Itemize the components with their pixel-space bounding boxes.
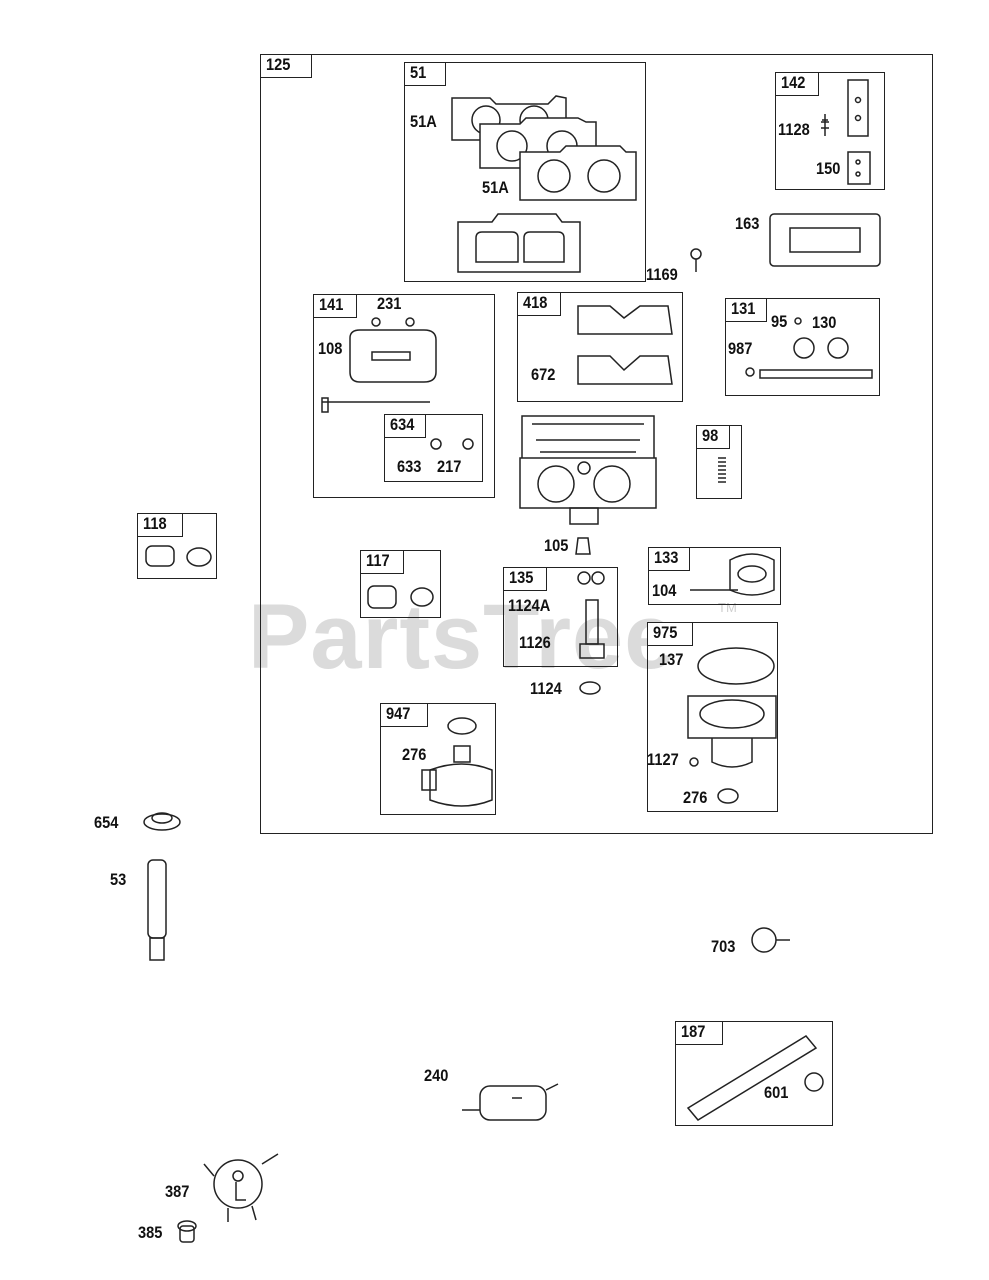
fuel-filter-240 xyxy=(462,1083,559,1121)
carburetor-body xyxy=(519,415,657,525)
group-tag-141: 141 xyxy=(313,294,357,318)
callout-137: 137 xyxy=(659,650,684,669)
callout-217: 217 xyxy=(437,457,462,476)
callout-130: 130 xyxy=(812,313,837,332)
callout-105: 105 xyxy=(544,536,569,555)
callout-654: 654 xyxy=(94,813,119,832)
group-tag-51: 51 xyxy=(404,62,446,86)
callout-633: 633 xyxy=(397,457,422,476)
nuts-633-217 xyxy=(430,438,474,450)
callout-231: 231 xyxy=(377,294,402,313)
gasket-51a-front xyxy=(519,145,637,201)
callout-1169: 1169 xyxy=(646,265,678,284)
group-tag-117: 117 xyxy=(360,550,404,574)
callout-53: 53 xyxy=(110,870,127,889)
group-tag-125: 125 xyxy=(260,54,312,78)
group-box-975 xyxy=(647,622,778,812)
group-tag-133: 133 xyxy=(648,547,690,571)
group-tag-634: 634 xyxy=(384,414,426,438)
callout-276-975: 276 xyxy=(683,788,708,807)
callout-672: 672 xyxy=(531,365,556,384)
watermark-logo: PartsTree xyxy=(248,586,677,688)
callout-387: 387 xyxy=(165,1182,190,1201)
callout-1124: 1124 xyxy=(530,679,562,698)
plate-141 xyxy=(321,317,437,413)
group-box-51 xyxy=(404,62,646,282)
group-tag-418: 418 xyxy=(517,292,561,316)
bowl-133 xyxy=(690,553,775,596)
group-box-131 xyxy=(725,298,880,396)
group-box-947 xyxy=(380,703,496,815)
group-box-133 xyxy=(648,547,781,605)
group-tag-118: 118 xyxy=(137,513,183,537)
callout-108: 108 xyxy=(318,339,343,358)
shaft-131 xyxy=(745,317,873,379)
group-box-135 xyxy=(503,567,618,667)
fuel-pump-387 xyxy=(203,1153,279,1222)
gasket-163 xyxy=(769,213,881,267)
callout-104: 104 xyxy=(652,581,677,600)
stud-53 xyxy=(147,859,167,961)
watermark-trademark: TM xyxy=(718,600,737,615)
group-tag-975: 975 xyxy=(647,622,693,646)
callout-95: 95 xyxy=(771,312,788,331)
group-box-125 xyxy=(260,54,933,834)
fitting-118 xyxy=(145,545,212,567)
callout-240: 240 xyxy=(424,1066,449,1085)
gasket-51-bottom xyxy=(457,213,581,273)
washer-1124 xyxy=(579,681,601,695)
screw-1169 xyxy=(690,248,702,272)
housing-975 xyxy=(687,695,777,804)
callout-385: 385 xyxy=(138,1223,163,1242)
group-tag-135: 135 xyxy=(503,567,547,591)
gasket-418-bottom xyxy=(577,355,673,385)
callout-51a-top: 51A xyxy=(410,112,437,131)
callout-601: 601 xyxy=(764,1083,789,1102)
callout-1127: 1127 xyxy=(647,750,679,769)
gasket-418-top xyxy=(577,305,673,335)
nut-654 xyxy=(143,812,181,831)
fitting-117 xyxy=(367,585,434,609)
float-135 xyxy=(577,571,605,659)
group-tag-187: 187 xyxy=(675,1021,723,1045)
callout-51a-lower: 51A xyxy=(482,178,509,197)
group-tag-131: 131 xyxy=(725,298,767,322)
solenoid-947 xyxy=(421,717,493,807)
callout-987: 987 xyxy=(728,339,753,358)
callout-1124a: 1124A xyxy=(508,596,551,615)
group-tag-142: 142 xyxy=(775,72,819,96)
seal-137 xyxy=(697,647,775,685)
callout-703: 703 xyxy=(711,937,736,956)
callout-163: 163 xyxy=(735,214,760,233)
group-tag-947: 947 xyxy=(380,703,428,727)
group-box-141 xyxy=(313,294,495,498)
callout-150: 150 xyxy=(816,159,841,178)
callout-1126: 1126 xyxy=(519,633,551,652)
callout-276-947: 276 xyxy=(402,745,427,764)
group-box-142 xyxy=(775,72,885,190)
clamp-703 xyxy=(751,927,790,953)
bracket-142 xyxy=(821,79,871,185)
fitting-385 xyxy=(177,1220,197,1243)
hose-187 xyxy=(686,1035,824,1121)
group-box-187 xyxy=(675,1021,833,1126)
jet-105 xyxy=(575,537,591,555)
group-tag-98: 98 xyxy=(696,425,730,449)
spring-98 xyxy=(718,457,726,483)
group-box-418 xyxy=(517,292,683,402)
group-box-634 xyxy=(384,414,483,482)
callout-1128: 1128 xyxy=(778,120,810,139)
